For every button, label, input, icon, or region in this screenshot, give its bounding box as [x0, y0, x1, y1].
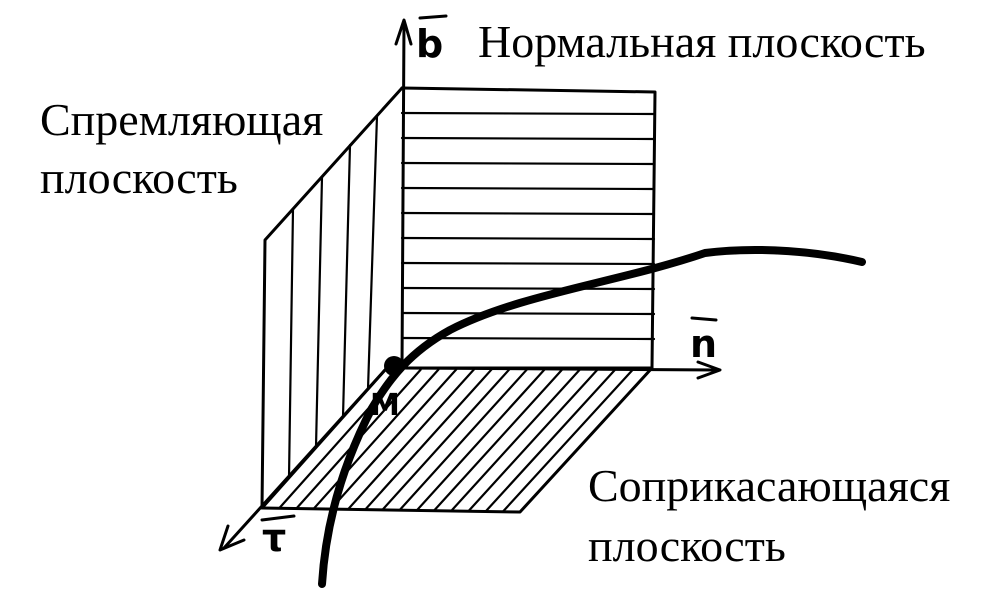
normal-plane-outline: [400, 86, 657, 370]
rectifying-plane-hatching: [287, 114, 379, 480]
point-m-dot: [384, 356, 404, 376]
rectifying-plane-label-line1: Спремляющая: [40, 94, 324, 145]
normal-hatch-line: [400, 186, 656, 191]
normal-hatch-line: [400, 136, 656, 141]
osculating-hatch-line: [398, 367, 529, 512]
rectifying-plane: [260, 86, 404, 510]
rectifying-hatch-line: [287, 207, 295, 480]
tangent-axis: [222, 368, 387, 550]
normal-arrowhead: [696, 360, 722, 380]
normal-axis-label: n: [690, 322, 718, 366]
space-curve: [318, 245, 866, 588]
normal-hatch-line: [400, 236, 656, 241]
normal-axis: [400, 366, 720, 372]
rectifying-plane-label-line2: плоскость: [40, 152, 238, 203]
osculating-plane: [260, 366, 654, 514]
osculating-hatch-line: [484, 367, 618, 513]
osculating-plane-hatching: [278, 367, 636, 513]
normal-plane-hatching: [400, 111, 656, 341]
osculating-hatch-line: [329, 368, 458, 511]
osculating-hatch-line: [432, 367, 565, 512]
normal-plane-label: Нормальная плоскость: [478, 16, 926, 67]
osculating-hatch-line: [312, 368, 440, 510]
normal-hatch-line: [400, 311, 656, 316]
tangent-arrowhead: [218, 524, 246, 552]
normal-hatch-line: [400, 336, 656, 341]
normal-hatch-line: [400, 161, 656, 166]
osculating-hatch-line: [450, 367, 582, 513]
binormal-axis: [400, 20, 406, 370]
normal-plane: [400, 86, 657, 370]
normal-hatch-line: [400, 261, 656, 266]
axes: [218, 18, 722, 552]
osculating-plane-label-line1: Соприкасающаяся: [588, 460, 951, 511]
osculating-hatch-line: [364, 368, 493, 511]
osculating-plane-label-line2: плоскость: [588, 520, 786, 571]
tangent-overbar: [260, 514, 296, 522]
tangent-axis-label: τ: [262, 516, 287, 560]
osculating-hatch-line: [381, 367, 511, 511]
binormal-arrowhead: [394, 18, 413, 46]
osculating-hatch-line: [346, 368, 476, 511]
point-m-label: M: [370, 388, 400, 423]
normal-hatch-line: [400, 211, 656, 216]
normal-hatch-line: [400, 286, 656, 291]
osculating-hatch-line: [467, 367, 600, 513]
rectifying-hatch-line: [366, 114, 379, 391]
rectifying-plane-outline: [260, 86, 404, 510]
osculating-hatch-line: [415, 367, 547, 512]
osculating-hatch-line: [501, 367, 636, 513]
rectifying-hatch-line: [341, 143, 352, 419]
binormal-overbar: [418, 14, 448, 20]
binormal-axis-label: b: [416, 22, 444, 66]
normal-hatch-line: [400, 111, 656, 116]
axis-overbars: [260, 14, 718, 522]
normal-overbar: [690, 316, 718, 322]
rectifying-hatch-line: [314, 175, 324, 449]
